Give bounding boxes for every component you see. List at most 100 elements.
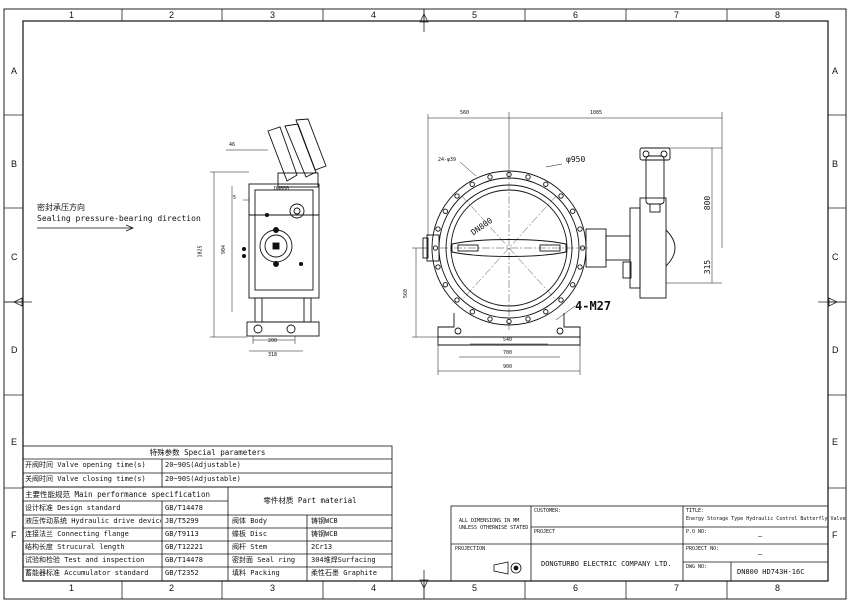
zone-col-bottom-8: 8 bbox=[775, 583, 781, 593]
front-dia: φ950 bbox=[566, 155, 586, 164]
tb-projectno-value: — bbox=[758, 550, 763, 558]
front-dim-900: 900 bbox=[503, 364, 513, 370]
zone-col-top-8: 8 bbox=[775, 10, 781, 20]
parts-row-material: 2Cr13 bbox=[311, 543, 333, 551]
zone-row-right-d: D bbox=[832, 345, 839, 355]
front-bolts: 24-φ39 bbox=[438, 157, 457, 163]
bolt-hole bbox=[454, 193, 460, 199]
tb-projection-label: PROJECTION bbox=[455, 546, 486, 552]
zone-row-left-b: B bbox=[11, 159, 18, 169]
parts-row-material: 柔性石墨 Graphite bbox=[311, 569, 377, 577]
side-dim-904: 904 bbox=[221, 244, 228, 255]
parts-title: 零件材质 Part material bbox=[263, 496, 357, 505]
zone-col-bottom-3: 3 bbox=[270, 583, 276, 593]
zone-row-right-f: F bbox=[832, 530, 838, 540]
perf-row-value: GB/T9113 bbox=[165, 530, 199, 538]
front-dim-560-top: 560 bbox=[460, 110, 470, 116]
bolt-hole bbox=[525, 174, 531, 180]
tables-grid bbox=[22, 445, 829, 582]
zone-col-top-2: 2 bbox=[169, 10, 175, 20]
bolt-hole bbox=[558, 297, 564, 303]
bolt-hole bbox=[558, 193, 564, 199]
zone-col-bottom-2: 2 bbox=[169, 583, 175, 593]
parts-row-part: 阀体 Body bbox=[232, 517, 268, 525]
zone-row-left-c: C bbox=[11, 252, 18, 262]
zone-row-left-f: F bbox=[11, 530, 17, 540]
params-row-closing-value: 20~90S(Adjustable) bbox=[165, 475, 241, 483]
tb-project-label: PROJECT bbox=[534, 529, 556, 535]
bolt-hole bbox=[442, 282, 448, 288]
parts-row-part: 蝶板 Disc bbox=[232, 530, 268, 538]
front-m27: 4-M27 bbox=[575, 299, 612, 313]
perf-row-value: GB/T14478 bbox=[165, 504, 203, 512]
side-dim-1025: 1025 bbox=[197, 245, 204, 258]
front-dim-540: 540 bbox=[503, 337, 513, 343]
perf-row-label: 蓄能器标准 Accumulator standard bbox=[25, 569, 149, 577]
zone-col-top-1: 1 bbox=[69, 10, 75, 20]
tb-po-label: P.O NO: bbox=[686, 529, 708, 535]
perf-row-value: JB/T5299 bbox=[165, 517, 199, 525]
params-row-opening-label: 开阀时间 Valve opening time(s) bbox=[25, 461, 146, 469]
perf-title: 主要性能规范 Main performance specification bbox=[25, 490, 210, 499]
bolt-hole bbox=[435, 264, 441, 270]
parts-row-part: 填料 Packing bbox=[232, 569, 280, 577]
zone-row-right-b: B bbox=[832, 159, 839, 169]
front-dim-560-left: 560 bbox=[403, 288, 410, 299]
zone-col-bottom-6: 6 bbox=[573, 583, 579, 593]
zone-col-bottom-7: 7 bbox=[674, 583, 680, 593]
parts-row-material: 304堆焊Surfacing bbox=[311, 556, 376, 564]
bolt-hole bbox=[487, 174, 493, 180]
sealing-label-cn: 密封承压方向 bbox=[37, 203, 85, 212]
perf-row-label: 设计标准 Design standard bbox=[25, 504, 121, 512]
bolt-hole bbox=[454, 297, 460, 303]
zone-row-right-a: A bbox=[832, 66, 839, 76]
bolt-hole bbox=[487, 316, 493, 322]
parts-row-material: 铸钢WCB bbox=[311, 530, 338, 538]
zone-col-top-6: 6 bbox=[573, 10, 579, 20]
perf-row-label: 连接法兰 Connecting flange bbox=[25, 530, 129, 538]
sealing-arrow bbox=[37, 224, 135, 232]
zone-row-right-e: E bbox=[832, 437, 839, 447]
zone-row-left-e: E bbox=[11, 437, 18, 447]
tb-title: Energy Storage Type Hydraulic Control Bu… bbox=[686, 516, 846, 522]
side-dim-200: 200 bbox=[268, 338, 278, 344]
parts-row-material: 铸钢WCB bbox=[311, 517, 338, 525]
bolt-hole bbox=[469, 309, 475, 315]
bolt-hole bbox=[442, 208, 448, 214]
bolt-hole bbox=[570, 208, 576, 214]
bolt-hole bbox=[525, 316, 531, 322]
tb-po-value: — bbox=[758, 532, 763, 540]
bolt-hole bbox=[577, 226, 583, 232]
bolt-hole bbox=[543, 309, 549, 315]
parts-row-part: 密封面 Seal ring bbox=[232, 556, 296, 564]
zone-col-top-3: 3 bbox=[270, 10, 276, 20]
zone-row-left-d: D bbox=[11, 345, 18, 355]
tb-note-1: ALL DIMENSIONS IN MM bbox=[459, 518, 520, 524]
bolt-hole bbox=[570, 282, 576, 288]
bolt-hole bbox=[543, 181, 549, 187]
sealing-label-en: Sealing pressure-bearing direction bbox=[37, 214, 201, 223]
tb-title-label: TITLE: bbox=[686, 508, 705, 514]
zone-col-top-7: 7 bbox=[674, 10, 680, 20]
params-row-closing-label: 关阀时间 Valve closing time(s) bbox=[25, 475, 146, 483]
bolt-hole bbox=[435, 226, 441, 232]
zone-col-bottom-1: 1 bbox=[69, 583, 75, 593]
tb-customer-label: CUSTOMER: bbox=[534, 508, 562, 514]
zone-col-bottom-4: 4 bbox=[371, 583, 377, 593]
tb-dwgno-label: DWG NO: bbox=[686, 564, 708, 570]
zone-col-bottom-5: 5 bbox=[472, 583, 478, 593]
front-dim-1085: 1085 bbox=[590, 110, 603, 116]
bolt-hole bbox=[469, 181, 475, 187]
zone-col-top-4: 4 bbox=[371, 10, 377, 20]
zone-row-right-c: C bbox=[832, 252, 839, 262]
bolt-hole bbox=[577, 264, 583, 270]
tb-note-2: UNLESS OTHERWISE STATED bbox=[459, 525, 529, 531]
tb-company: DONGTURBO ELECTRIC COMPANY LTD. bbox=[541, 560, 672, 568]
perf-row-value: GB/T12221 bbox=[165, 543, 203, 551]
side-tag: DN800 bbox=[274, 186, 290, 192]
parts-row-part: 阀杆 Stem bbox=[232, 543, 268, 551]
tb-projectno-label: PROJECT NO: bbox=[686, 546, 720, 552]
front-view bbox=[412, 112, 723, 375]
params-row-opening-value: 20~90S(Adjustable) bbox=[165, 461, 241, 469]
